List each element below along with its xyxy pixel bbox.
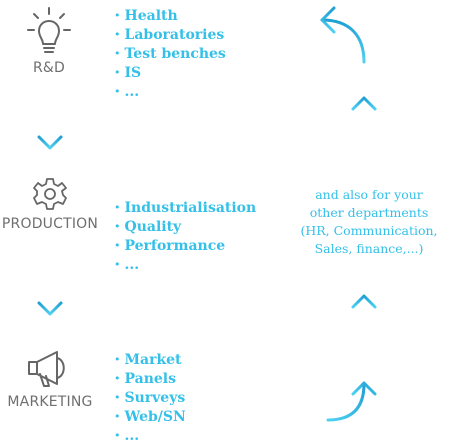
production-item-list: •Industrialisation •Quality •Performance…	[114, 198, 256, 274]
list-item: •...	[114, 428, 140, 444]
rnd-item-list: •Health •Laboratories •Test benches •IS …	[114, 6, 226, 101]
up-arrow-icon	[351, 96, 377, 154]
lightbulb-icon	[27, 7, 71, 53]
down-arrow-icon	[37, 92, 63, 150]
list-item: •Performance	[114, 238, 226, 254]
stage-label-marketing: MARKETING	[7, 394, 93, 410]
note-line: Sales, finance,...)	[314, 241, 424, 256]
curved-up-arrow-icon	[326, 381, 377, 422]
list-item: •Web/SN	[114, 409, 186, 425]
list-item: •IS	[114, 65, 142, 81]
list-item: •Test benches	[114, 46, 226, 62]
list-item: •Laboratories	[114, 27, 225, 43]
up-arrow-icon	[351, 294, 377, 352]
other-departments-note: and also for your other departments (HR,…	[286, 186, 452, 258]
stage-label-rnd: R&D	[32, 60, 66, 76]
curved-return-arrow-icon	[320, 6, 366, 64]
list-item: •...	[114, 257, 140, 273]
marketing-item-list: •Market •Panels •Surveys •Web/SN •...	[114, 350, 186, 445]
list-item: •...	[114, 84, 140, 100]
list-item: •Market	[114, 352, 182, 368]
down-arrow-icon	[37, 258, 63, 316]
stage-label-production: PRODUCTION	[1, 216, 99, 232]
list-item: •Surveys	[114, 390, 186, 406]
list-item: •Panels	[114, 371, 177, 387]
note-line: (HR, Communication,	[300, 223, 438, 238]
note-line: other departments	[309, 205, 429, 220]
list-item: •Industrialisation	[114, 200, 257, 216]
list-item: •Health	[114, 8, 178, 24]
note-line: and also for your	[315, 187, 423, 202]
gear-icon	[33, 178, 67, 210]
megaphone-icon	[28, 351, 65, 387]
list-item: •Quality	[114, 219, 182, 235]
